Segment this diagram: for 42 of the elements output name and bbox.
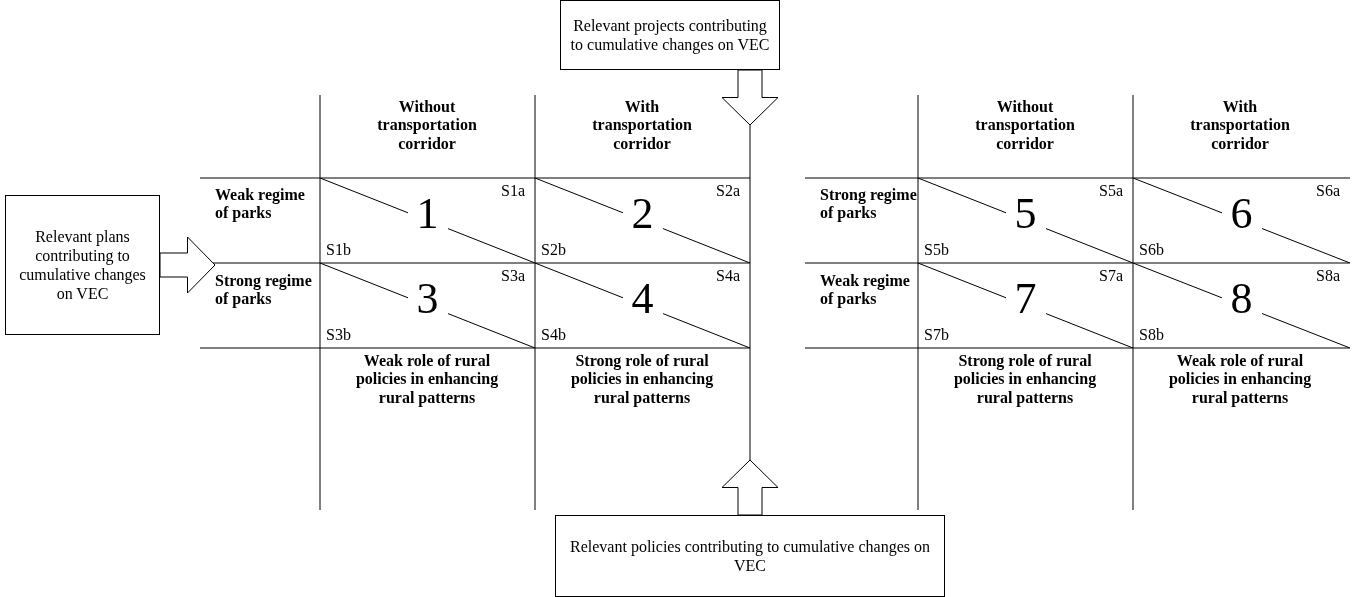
column-footer: Strong role of rural policies in enhancing rural patterns xyxy=(950,352,1100,408)
text-box: Relevant policies contributing to cumulative changes on VEC xyxy=(555,515,945,597)
cell-code: S3b xyxy=(326,326,351,344)
column-header: Without transportation corridor xyxy=(376,98,478,154)
cell-code: S5a xyxy=(1099,182,1123,200)
cell-code: S4b xyxy=(541,326,566,344)
row-header: Weak regime of parks xyxy=(215,186,306,223)
cell-code: S5b xyxy=(924,241,949,259)
table-cell xyxy=(320,263,535,348)
cell-code: S2a xyxy=(716,182,740,200)
row-header: Weak regime of parks xyxy=(820,272,911,309)
table-cell xyxy=(535,178,750,263)
column-footer: Weak role of rural policies in enhancing rural patterns xyxy=(352,352,502,408)
column-header: Without transportation corridor xyxy=(974,98,1076,154)
row-header: Strong regime of parks xyxy=(215,272,313,309)
block-arrow xyxy=(721,459,779,516)
table-cell xyxy=(1133,263,1350,348)
column-header: With transportation corridor xyxy=(591,98,693,154)
cell-code: S6b xyxy=(1139,241,1164,259)
cell-code: S8b xyxy=(1139,326,1164,344)
cell-code: S2b xyxy=(541,241,566,259)
cell-code: S6a xyxy=(1316,182,1340,200)
table-cell xyxy=(918,263,1133,348)
cell-code: S7a xyxy=(1099,267,1123,285)
cell-code: S1a xyxy=(501,182,525,200)
table-cell xyxy=(918,178,1133,263)
block-arrow xyxy=(721,69,779,126)
table-cell xyxy=(535,263,750,348)
table-cell xyxy=(1133,178,1350,263)
column-header: With transportation corridor xyxy=(1189,98,1291,154)
cell-code: S4a xyxy=(716,267,740,285)
cell-code: S7b xyxy=(924,326,949,344)
text-box: Relevant projects contributing to cumulative changes on VEC xyxy=(560,0,780,70)
text-box: Relevant plans contributing to cumulative changes on VEC xyxy=(5,195,160,335)
row-header: Strong regime of parks xyxy=(820,186,918,223)
cell-code: S3a xyxy=(501,267,525,285)
cell-code: S1b xyxy=(326,241,351,259)
table-cell xyxy=(320,178,535,263)
cell-code: S8a xyxy=(1316,267,1340,285)
block-arrow xyxy=(159,236,216,294)
column-footer: Weak role of rural policies in enhancing rural patterns xyxy=(1165,352,1315,408)
column-footer: Strong role of rural policies in enhancing rural patterns xyxy=(567,352,717,408)
